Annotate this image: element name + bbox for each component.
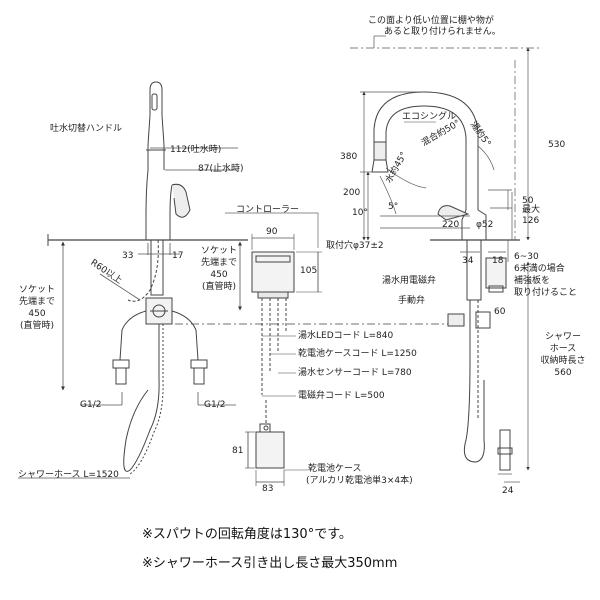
dim-50: 50	[522, 196, 534, 206]
eco-single: エコシングル	[402, 112, 457, 122]
reinforce-2: 補強板を	[514, 276, 551, 286]
right-faucet	[371, 91, 520, 471]
cord-sensor: 湯水センサーコード L=780	[298, 368, 412, 378]
right-dimensions	[350, 35, 540, 483]
footer-note-2: ※シャワーホース引き出し長さ最大350mm	[142, 556, 398, 571]
socket-left-1: ソケット	[18, 285, 55, 295]
socket-right-2: 先端まで	[200, 258, 237, 268]
shower-store-4: 560	[554, 368, 572, 378]
dim-18: 18	[492, 256, 504, 266]
controller-drawing	[175, 212, 460, 397]
hand-valve-label: 手動弁	[398, 296, 426, 306]
battery-dim-81: 81	[232, 446, 244, 456]
cord-led: 湯水LEDコード L=840	[298, 331, 394, 341]
socket-right-4: (直管時)	[201, 282, 237, 292]
shower-hose-length: シャワーホース L=1520	[18, 470, 119, 480]
dim-112: 112(吐水時)	[170, 145, 222, 155]
dim-220: 220	[442, 220, 460, 230]
controller-label: コントローラー	[236, 205, 300, 215]
left-dimensions	[18, 147, 242, 479]
hole-label: 取付穴φ37±2	[326, 241, 384, 251]
max-label: 最大	[522, 205, 541, 215]
shower-store-1: シャワー	[544, 332, 581, 342]
dim-52: φ52	[476, 220, 494, 230]
dim-530: 530	[548, 140, 566, 150]
g12-right: G1/2	[204, 400, 226, 410]
reinforce-1: 6未満の場合	[514, 264, 565, 274]
left-faucet	[47, 81, 248, 475]
solenoid-valve-label: 湯水用電磁弁	[382, 276, 437, 286]
reinforce-3: 取り付けること	[514, 288, 578, 298]
battery-label: 乾電池ケース	[308, 464, 362, 474]
socket-left-2: 先端まで	[18, 297, 55, 307]
dim-380: 380	[340, 152, 358, 162]
cord-battery: 乾電池ケースコード L=1250	[298, 349, 417, 359]
dim-24: 24	[502, 486, 514, 496]
dim-200: 200	[343, 188, 361, 198]
socket-left-3: 450	[28, 309, 46, 319]
socket-left-4: (直管時)	[19, 321, 55, 331]
angle-10: 10°	[352, 208, 368, 218]
handle-label: 吐水切替ハンドル	[50, 124, 123, 134]
dim-34: 34	[462, 256, 474, 266]
dim-126: 126	[522, 216, 540, 226]
battery-dim-83: 83	[262, 484, 274, 494]
dim-87: 87(止水時)	[198, 164, 244, 174]
socket-right-1: ソケット	[200, 246, 237, 256]
controller-dim-105: 105	[300, 266, 318, 276]
battery-case-drawing	[245, 400, 308, 486]
top-note-line2: あると取り付けられません。	[384, 27, 501, 37]
angle-5: 5°	[388, 202, 399, 212]
footer-note-1: ※スパウトの回転角度は130°です。	[142, 527, 352, 542]
battery-sub: (アルカリ乾電池単3×4本)	[306, 476, 413, 486]
shower-store-3: 収納時長さ	[540, 356, 586, 366]
range-6-30: 6~30	[514, 252, 539, 262]
top-note-line1: この面より低い位置に棚や物が	[368, 16, 494, 26]
shower-store-2: ホース	[549, 344, 577, 354]
dim-17: 17	[172, 251, 184, 261]
controller-dim-90: 90	[266, 227, 278, 237]
dim-60: 60	[494, 307, 506, 317]
socket-right-3: 450	[210, 270, 228, 280]
cord-solenoid: 電磁弁コード L=500	[298, 391, 385, 401]
g12-left: G1/2	[80, 400, 102, 410]
dim-33: 33	[122, 251, 134, 261]
